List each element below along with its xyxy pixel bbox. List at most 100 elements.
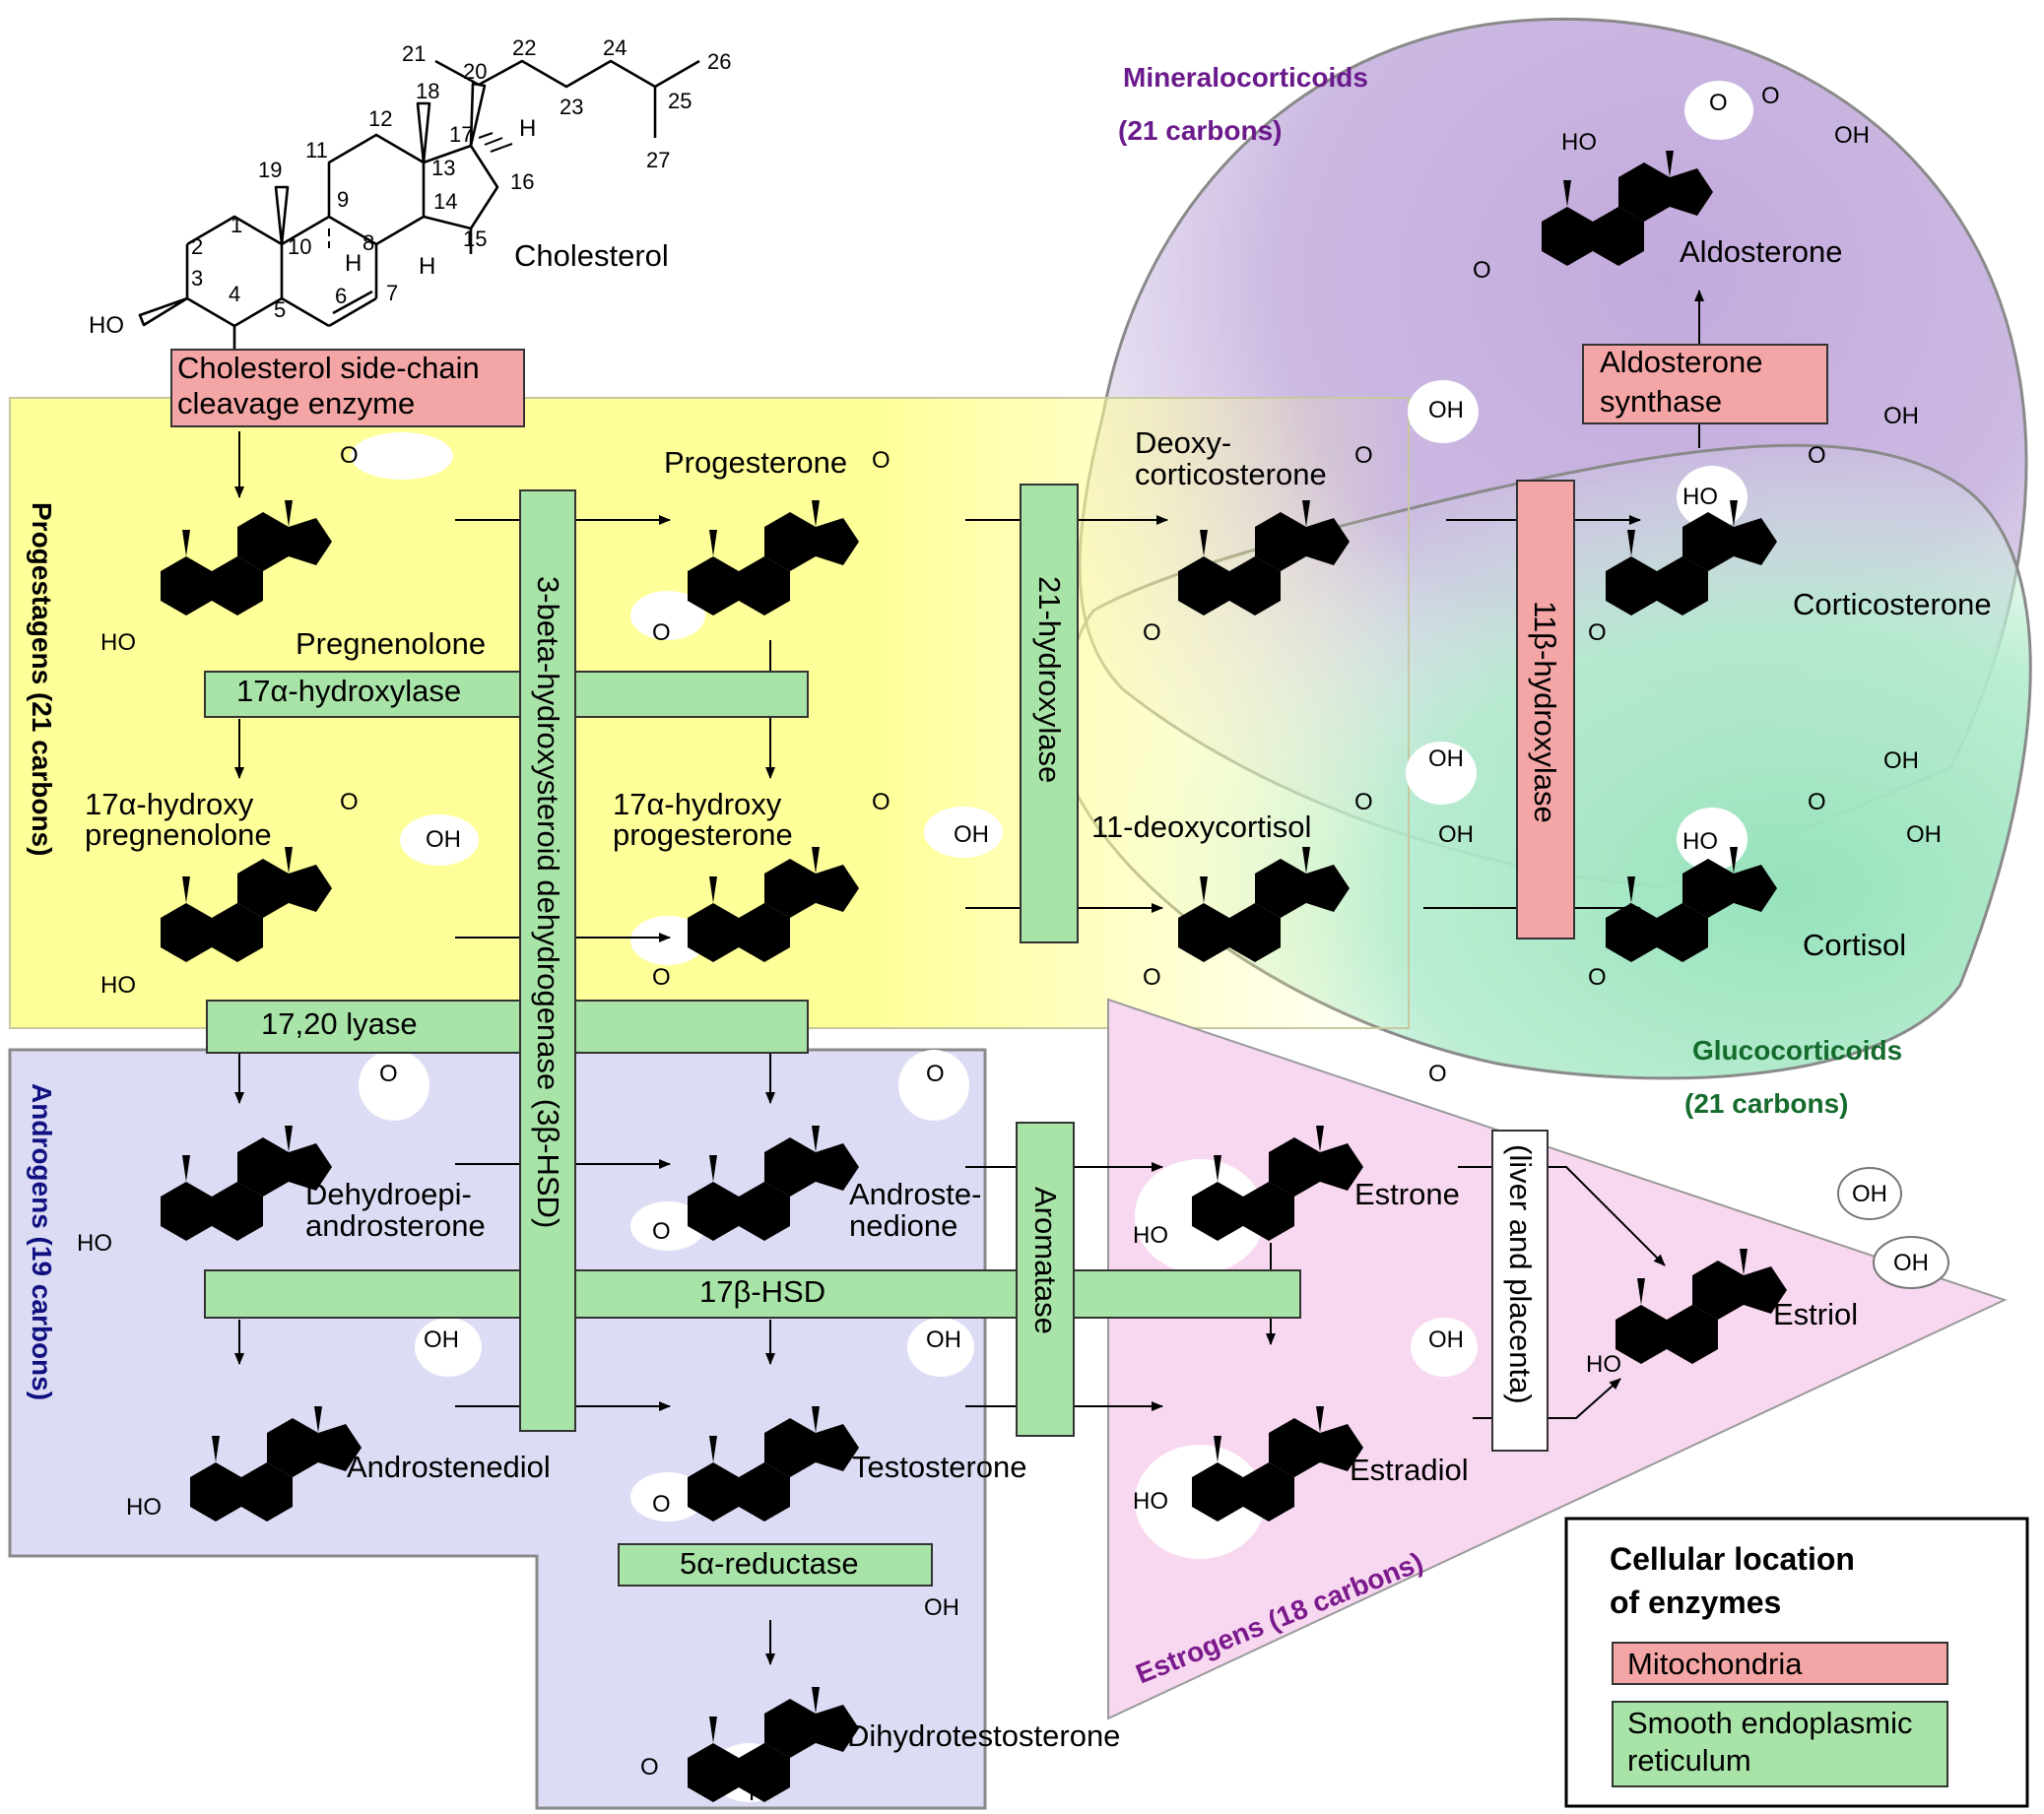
oh-label: OH [1883,403,1919,429]
estriol-oh-circles [1837,1167,1949,1289]
aldosterone-label: Aldosterone [1680,234,1842,269]
enzyme-5a-reductase-label: 5α-reductase [680,1546,859,1581]
ho-label: HO [1682,828,1718,855]
h-atom-9: H [345,250,362,277]
carbon-number-27: 27 [646,148,670,172]
o-label: O [1143,619,1161,646]
h-atom-17: H [519,115,536,142]
carbon-number-6: 6 [335,284,347,308]
cholesterol-label: Cholesterol [514,238,669,273]
carbon-number-7: 7 [386,281,398,305]
carbon-number-2: 2 [191,234,203,259]
oh-label: OH [954,821,989,848]
carbon-number-23: 23 [560,95,583,119]
ho-label: HO [1682,484,1718,510]
o-label: O [1588,964,1607,991]
dhea-label-line2: androsterone [305,1208,486,1243]
o-label: O [1428,1061,1447,1087]
oh-label: OH [926,1327,961,1353]
oh-label: OH [426,826,461,853]
carbon-number-17: 17 [449,122,473,147]
carbon-number-13: 13 [431,156,455,180]
mineralocorticoids-label-line2: (21 carbons) [1118,115,1283,146]
o-label: O [652,619,671,646]
legend-mitochondria-label: Mitochondria [1627,1647,1803,1681]
o-label: O [872,447,890,474]
o-label: O [340,789,359,815]
ho-label: HO [100,972,136,999]
hydroxyprogesterone-label-line2: progesterone [613,817,793,852]
deoxycortisol-label: 11-deoxycortisol [1091,810,1311,844]
legend-title-line1: Cellular location [1610,1541,1855,1577]
legend-swatch-ser [1612,1701,1948,1787]
cholesterol-hashes [328,132,513,248]
deoxycorticosterone-label-line1: Deoxy- [1135,425,1231,460]
carbon-number-5: 5 [274,297,286,322]
enzyme-17-20-lyase-label: 17,20 lyase [261,1006,418,1041]
h-label: H [749,1780,765,1806]
ho-label: HO [100,629,136,656]
molecule-atom-labels: HO O O O O O OH O HO O OH O HO O O OH HO… [77,83,1942,1806]
o-label: O [1761,83,1780,109]
oh-label: OH [1428,745,1464,772]
oh-label: OH [1438,821,1474,848]
glucocorticoids-label-line2: (21 carbons) [1684,1088,1849,1119]
carbon-number-12: 12 [368,106,392,131]
carbon-number-9: 9 [337,187,349,212]
androstenedione-label-line1: Androste- [849,1177,981,1211]
enzyme-11b-hydroxylase-box: 11β-hydroxylase [1516,480,1575,939]
o-label: O [1808,442,1826,469]
carbon-number-21: 21 [402,41,426,66]
o-label: O [652,1218,671,1245]
enzyme-aromatase-label: Aromatase [1028,1187,1063,1334]
enzyme-aldosterone-synthase-label-line1: Aldosterone [1600,345,1762,379]
o-label: O [1143,964,1161,991]
enzyme-17b-hsd-box: 17β-HSD [204,1269,1301,1319]
oh-label: OH [1834,122,1870,149]
androstenediol-label: Androstenediol [347,1450,551,1484]
estriol-label: Estriol [1773,1297,1858,1331]
carbon-number-10: 10 [288,234,311,259]
cortisol-label: Cortisol [1803,928,1906,962]
h-atom-14: H [419,253,435,280]
pregnenolone-label: Pregnenolone [296,626,486,661]
legend-title-line2: of enzymes [1610,1585,1781,1620]
enzyme-scc-box: Cholesterol side-chain cleavage enzyme [170,349,525,427]
dht-label: Dihydrotestosterone [847,1718,1120,1753]
estrone-label: Estrone [1354,1177,1460,1211]
androgen-region [8,1048,987,1810]
o-label: O [1354,442,1373,469]
carbon-number-18: 18 [416,79,439,103]
o-label: O [652,964,671,991]
estradiol-label: Estradiol [1350,1453,1469,1487]
enzyme-aldosterone-synthase-box: Aldosterone synthase [1582,344,1828,424]
carbon-number-14: 14 [433,189,457,214]
hydroxypregnenolone-label-line1: 17α-hydroxy [85,787,254,821]
o-label: O [340,442,359,469]
enzyme-21-hydroxylase-box: 21-hydroxylase [1020,484,1079,943]
carbon-number-24: 24 [603,35,626,60]
carbon-number-16: 16 [510,169,534,194]
ho-label: HO [126,1494,162,1521]
dhea-label-line1: Dehydroepi- [305,1177,472,1211]
hydroxyprogesterone-label-line1: 17α-hydroxy [613,787,782,821]
carbon-number-19: 19 [258,158,282,182]
glucocorticoids-label-line1: Glucocorticoids [1692,1035,1902,1066]
o-label: O [1354,789,1373,815]
o-label: O [1808,789,1826,815]
oh-label: OH [1883,747,1919,774]
oh-label: OH [924,1594,959,1621]
enzyme-5a-reductase-box: 5α-reductase [618,1543,933,1587]
carbon-number-4: 4 [229,282,240,306]
enzyme-aromatase-box: Aromatase [1016,1122,1075,1437]
carbon-number-3: 3 [191,266,203,291]
mineralocorticoids-label-line1: Mineralocorticoids [1123,62,1368,93]
enzyme-3b-hsd-box: 3-beta-hydroxysteroid dehydrogenase (3β-… [519,489,576,1432]
progestagens-label: Progestagens (21 carbons) [27,502,57,856]
o-label: O [926,1061,945,1087]
enzyme-21-hydroxylase-label: 21-hydroxylase [1032,576,1067,783]
oh-label: OH [1906,821,1942,848]
ho-label: HO [1133,1488,1168,1515]
carbon-number-26: 26 [707,49,731,74]
